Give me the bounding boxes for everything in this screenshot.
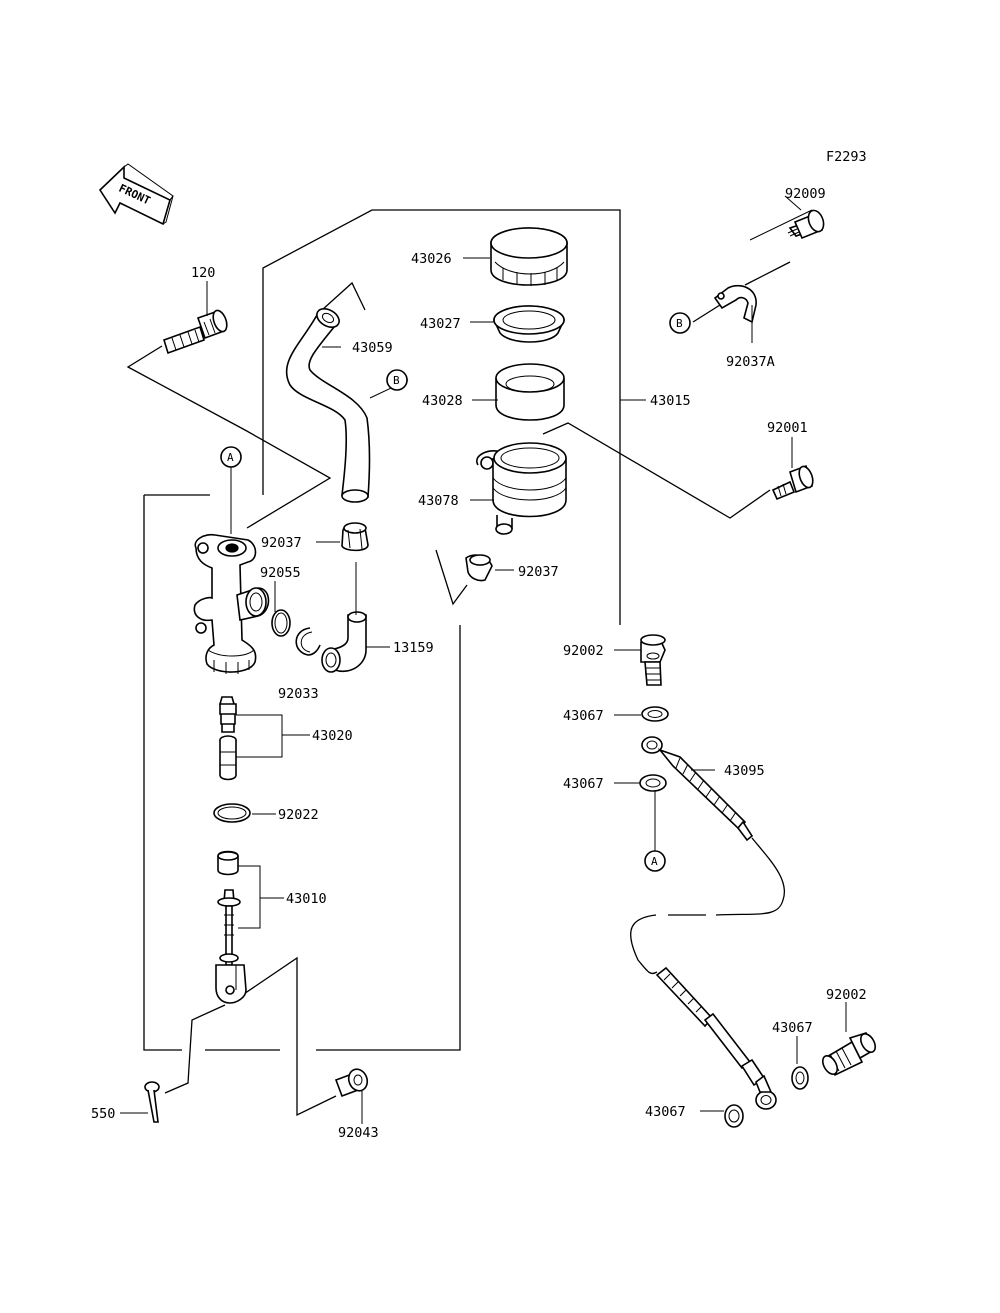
brake-hose-part (641, 736, 777, 1110)
banjo-bolt-top-part (640, 634, 666, 686)
diaphragm-part (495, 363, 565, 421)
washer-43067-a-part (641, 706, 669, 722)
ref-a-hose: A (644, 850, 666, 872)
label-43027: 43027 (420, 316, 461, 332)
elbow-fitting-13159-part (321, 611, 367, 673)
dust-boot-part (217, 850, 239, 876)
hose-clip-92037-mid-part (465, 554, 493, 582)
svg-text:B: B (393, 374, 400, 387)
label-43020: 43020 (312, 728, 353, 744)
svg-text:A: A (227, 451, 234, 464)
front-arrow-icon: FRONT (98, 163, 174, 226)
label-120: 120 (191, 265, 215, 281)
label-43067-c: 43067 (772, 1020, 813, 1036)
pin-92043-part (334, 1068, 369, 1098)
figure-code: F2293 (826, 149, 867, 165)
label-43078: 43078 (418, 493, 459, 509)
label-43059: 43059 (352, 340, 393, 356)
svg-text:A: A (651, 855, 658, 868)
circlip-92033-part (295, 627, 321, 656)
banjo-bolt-bottom-part (821, 1032, 877, 1077)
hose-clip-92037-top-part (341, 522, 369, 552)
label-43067-b: 43067 (563, 776, 604, 792)
label-92002-top: 92002 (563, 643, 604, 659)
reservoir-cap-part (490, 227, 568, 286)
label-92037-top: 92037 (261, 535, 302, 551)
piston-spring-part (218, 696, 237, 733)
label-13159: 13159 (393, 640, 434, 656)
label-92037A: 92037A (726, 354, 775, 370)
label-92002-bottom: 92002 (826, 987, 867, 1003)
reservoir-hose-part (285, 308, 371, 503)
label-43015: 43015 (650, 393, 691, 409)
ref-b-hose: B (386, 369, 408, 391)
label-92055: 92055 (260, 565, 301, 581)
diaphragm-plate-part (493, 305, 565, 343)
label-550: 550 (91, 1106, 115, 1122)
part-labels: 92009 92037A 120 43026 43027 43028 43015… (91, 186, 867, 1141)
label-43067-a: 43067 (563, 708, 604, 724)
label-43095: 43095 (724, 763, 765, 779)
washer-43067-d-part (724, 1104, 744, 1128)
svg-text:B: B (676, 317, 683, 330)
label-92022: 92022 (278, 807, 319, 823)
bolt-120-part (163, 309, 228, 355)
label-43028: 43028 (422, 393, 463, 409)
reservoir-tank-part (476, 442, 567, 535)
label-92037-mid: 92037 (518, 564, 559, 580)
master-cylinder-body-part (193, 533, 270, 674)
label-92001: 92001 (767, 420, 808, 436)
clamp-92037A-part (713, 284, 757, 324)
label-43067-d: 43067 (645, 1104, 686, 1120)
bolt-92009-part (787, 209, 825, 240)
washer-43067-b-part (639, 774, 667, 792)
push-rod-part (215, 889, 247, 1004)
label-92043: 92043 (338, 1125, 379, 1141)
cotter-pin-550-part (144, 1081, 160, 1123)
bolt-92001-part (771, 464, 814, 501)
piston-part (219, 735, 237, 781)
circlip-92022-part (213, 803, 251, 823)
label-43010: 43010 (286, 891, 327, 907)
ref-b-clamp: B (669, 312, 691, 334)
label-92033: 92033 (278, 686, 319, 702)
ref-a-top: A (220, 446, 242, 468)
label-43026: 43026 (411, 251, 452, 267)
o-ring-92055-part (271, 609, 291, 637)
label-92009: 92009 (785, 186, 826, 202)
washer-43067-c-part (791, 1066, 809, 1090)
group-frames (126, 209, 791, 1117)
